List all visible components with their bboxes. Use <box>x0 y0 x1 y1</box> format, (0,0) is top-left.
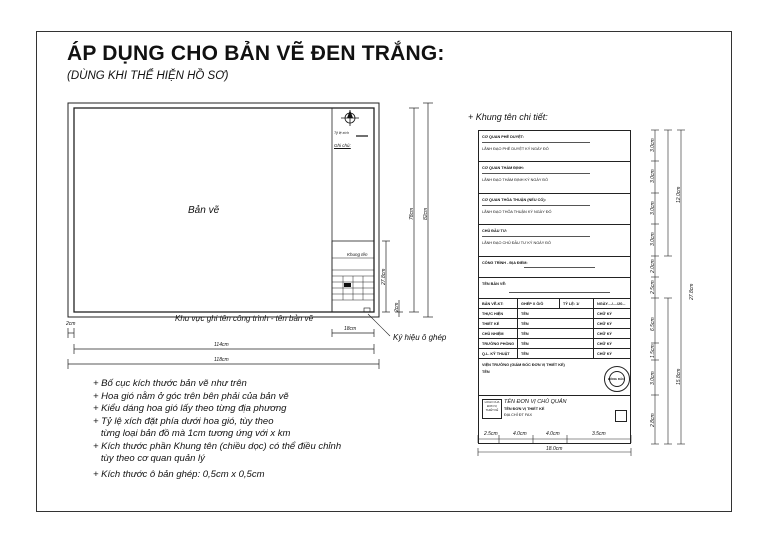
right-total-dim: 12.0cm <box>676 186 682 203</box>
title-block-detail: CƠ QUAN PHÊ DUYỆT: LÃNH ĐẠO PHÊ DUYỆT KÝ… <box>478 130 631 444</box>
right-dim: 3.0cm <box>650 138 656 152</box>
right-dim: 1.5cm <box>650 344 656 358</box>
right-dim: 2.5cm <box>650 280 656 294</box>
right-dim: 2.0cm <box>650 259 656 273</box>
dim-114cm: 114cm <box>214 342 229 348</box>
sheet-outer-border <box>67 102 380 318</box>
page-subtitle: (DÙNG KHI THỂ HIỆN HỒ SƠ) <box>67 70 229 82</box>
grid-row: CHỦ NHIỆM TÊN CHỮ KÝ <box>479 329 630 339</box>
dim-2cm-small: 2cm <box>394 302 400 312</box>
bottom-dim-2: 4.0cm <box>513 431 527 437</box>
title-block-dimensions <box>477 129 685 456</box>
scale-label: Tỷ lệ xích <box>334 131 349 135</box>
section-drawing-name: TÊN BẢN VẼ: <box>479 278 630 299</box>
section-project: CÔNG TRÌNH - ĐỊA ĐIỂM: <box>479 257 630 278</box>
joint-symbol-label: Ký hiệu ô ghép <box>393 333 447 342</box>
north-arrow-icon <box>341 110 359 126</box>
grid-row: THỰC HIỆN TÊN CHỮ KÝ <box>479 309 630 319</box>
dim-82cm: 82cm <box>423 207 429 220</box>
stamp-icon: ĐÓNG DẤU <box>604 366 630 392</box>
note-item: + Hoa gió nằm ở góc trên bên phải của bả… <box>93 390 289 402</box>
notes-label: Ghi chú: <box>334 143 351 148</box>
dim-78cm: 78cm <box>409 207 415 220</box>
dim-18cm: 18cm <box>344 326 357 332</box>
section-appraisal: CƠ QUAN THẨM ĐỊNH: LÃNH ĐẠO THẨM ĐỊNH KÝ… <box>479 162 630 194</box>
right-dim: 3.0cm <box>650 169 656 183</box>
drawing-area-label: Bản vẽ <box>188 205 220 216</box>
right-dim: 3.0cm <box>650 201 656 215</box>
dim-27-8cm: 27.8cm <box>381 268 387 285</box>
notes-list: + Bố cục kích thước bản vẽ như trên + Ho… <box>93 378 341 481</box>
bottom-dim-3: 4.0cm <box>546 431 560 437</box>
note-item: + Bố cục kích thước bản vẽ như trên <box>93 378 247 389</box>
grid-row: TRƯỞNG PHÒNG TÊN CHỮ KÝ <box>479 339 630 349</box>
section-agreement: CƠ QUAN THỎA THUẬN (NẾU CÓ): LÃNH ĐẠO TH… <box>479 194 630 225</box>
right-total-dim: 15.8cm <box>676 368 682 385</box>
detail-heading: + Khung tên chi tiết: <box>468 112 548 122</box>
right-dim: 2.8cm <box>650 413 656 427</box>
note-item: + Kích thước phần Khung tên (chiều dọc) … <box>93 440 342 452</box>
grid-row: THIẾT KẾ TÊN CHỮ KÝ <box>479 319 630 329</box>
note-item: + Kích thước ô bản ghép: 0,5cm x 0,5cm <box>93 468 265 480</box>
bottom-dim-1: 2.5cm <box>484 431 498 437</box>
logo-box: LOGO CỦA ĐƠN VỊ THIẾT KẾ <box>482 399 502 419</box>
title-block-mini <box>331 240 375 313</box>
total-width-dim: 18.0cm <box>546 446 563 452</box>
right-dim: 3.0cm <box>650 232 656 246</box>
dim-2cm-left: 2cm <box>66 321 76 327</box>
grid-header-row: BẢN VẼ-KT: GHÉP X Ô/Ô TỶ LỆ: 1/ NGÀY....… <box>479 299 630 309</box>
right-dim: 3.0cm <box>650 371 656 385</box>
section-director: VIỆN TRƯỞNG (GIÁM ĐỐC ĐƠN VỊ THIẾT KẾ) T… <box>479 359 630 396</box>
note-item: + Tỷ lệ xích đặt phía dưới hoa gió, tùy … <box>93 415 274 427</box>
joint-symbol-pointer <box>367 313 391 337</box>
title-block-label: Khung tên <box>347 252 368 257</box>
note-item: + Kiểu dáng hoa gió lấy theo từng địa ph… <box>93 403 287 414</box>
sheet-inner-border <box>73 107 375 313</box>
section-approval: CƠ QUAN PHÊ DUYỆT: LÃNH ĐẠO PHÊ DUYỆT KÝ… <box>479 131 630 162</box>
section-unit: LOGO CỦA ĐƠN VỊ THIẾT KẾ TÊN ĐƠN VỊ CHỦ … <box>479 396 630 445</box>
right-dim: 6.5cm <box>650 317 656 331</box>
dim-118cm: 118cm <box>214 357 229 363</box>
page-frame <box>36 31 732 512</box>
page-title: ÁP DỤNG CHO BẢN VẼ ĐEN TRẮNG: <box>67 42 445 65</box>
grid-row: Q.L. KỸ THUẬT TÊN CHỮ KÝ <box>479 349 630 359</box>
bottom-dim-4: 3.5cm <box>592 431 606 437</box>
note-item: từng loại bản đồ mà 1cm tương ứng với x … <box>93 428 291 439</box>
area-label: Khu vực ghi tên công trình - tên bản vẽ <box>175 314 314 323</box>
note-item: tùy theo cơ quan quản lý <box>93 453 205 464</box>
right-total-dim: 27.8cm <box>689 283 695 300</box>
section-investor: CHỦ ĐẦU TƯ: LÃNH ĐẠO CHỦ ĐẦU TƯ KÝ NGÀY … <box>479 225 630 257</box>
